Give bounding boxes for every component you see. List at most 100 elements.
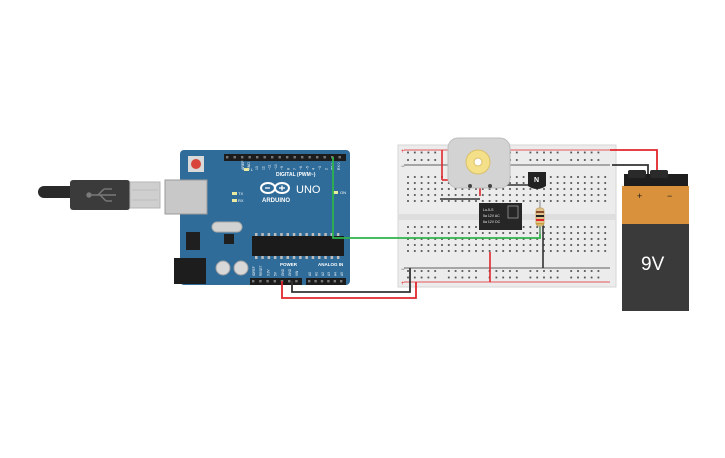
digital-pin-header[interactable] bbox=[224, 154, 346, 161]
breadboard-hole bbox=[407, 182, 409, 184]
dc-motor[interactable] bbox=[447, 137, 511, 189]
breadboard-hole bbox=[502, 194, 505, 196]
battery-positive-wire[interactable] bbox=[610, 149, 658, 176]
breadboard-hole bbox=[529, 270, 532, 272]
breadboard-hole bbox=[413, 200, 416, 202]
breadboard-hole bbox=[475, 200, 477, 202]
breadboard-hole bbox=[590, 159, 593, 161]
digital-pin-label: 4 bbox=[312, 168, 316, 170]
breadboard-hole bbox=[447, 226, 450, 228]
breadboard-hole bbox=[420, 238, 423, 240]
breadboard-hole bbox=[481, 200, 484, 202]
battery-negative-wire[interactable] bbox=[612, 164, 649, 176]
board-model-label: UNO bbox=[296, 184, 321, 196]
breadboard-hole bbox=[481, 232, 484, 234]
breadboard-hole bbox=[536, 238, 539, 240]
aref-label: AREF bbox=[241, 160, 245, 170]
breadboard-hole bbox=[549, 238, 552, 240]
breadboard-hole bbox=[556, 276, 559, 279]
breadboard-hole bbox=[441, 182, 443, 184]
analog-pin-header[interactable] bbox=[306, 278, 346, 285]
digital-pin-label: RX 0 bbox=[337, 162, 341, 170]
breadboard-hole bbox=[434, 159, 437, 161]
breadboard-hole bbox=[441, 226, 443, 228]
battery-9v[interactable]: + − 9V bbox=[622, 170, 689, 311]
breadboard-hole bbox=[495, 232, 498, 234]
breadboard-hole bbox=[515, 232, 518, 234]
breadboard-hole bbox=[590, 232, 593, 234]
breadboard-hole bbox=[447, 200, 450, 202]
chip-pin bbox=[280, 233, 283, 236]
black-gnd-wire[interactable] bbox=[291, 268, 411, 293]
breadboard-hole bbox=[475, 276, 477, 279]
breadboard-hole bbox=[434, 250, 437, 252]
resistor[interactable] bbox=[535, 200, 545, 234]
breadboard-hole bbox=[570, 238, 573, 240]
breadboard-hole bbox=[590, 244, 593, 246]
breadboard-hole bbox=[420, 182, 423, 184]
breadboard-hole bbox=[420, 188, 423, 190]
npn-transistor[interactable]: N bbox=[528, 172, 546, 189]
usb-cable-tail bbox=[38, 186, 78, 198]
breadboard-hole bbox=[570, 270, 573, 272]
breadboard-hole bbox=[495, 188, 498, 190]
breadboard-hole bbox=[509, 200, 511, 202]
breadboard-hole bbox=[515, 270, 518, 272]
breadboard-hole bbox=[549, 270, 552, 272]
breadboard-hole bbox=[570, 151, 573, 154]
breadboard-hole bbox=[604, 188, 607, 190]
breadboard-hole bbox=[604, 200, 607, 202]
breadboard-hole bbox=[590, 226, 593, 228]
relay-coil-icon bbox=[507, 205, 519, 219]
chip-pin bbox=[324, 256, 327, 259]
battery-terminal-positive[interactable] bbox=[628, 170, 646, 178]
analog-pin-hole bbox=[333, 280, 336, 283]
battery-top-sleeve bbox=[622, 186, 689, 224]
breadboard-hole bbox=[590, 276, 593, 279]
digital-pin-hole bbox=[338, 156, 341, 159]
breadboard-hole bbox=[570, 159, 573, 161]
breadboard-hole bbox=[522, 232, 525, 234]
breadboard-hole bbox=[522, 226, 525, 228]
breadboard-hole bbox=[590, 250, 593, 252]
breadboard-hole bbox=[590, 188, 593, 190]
breadboard-hole bbox=[577, 151, 579, 154]
bb-top-minus-label: − bbox=[401, 164, 405, 170]
breadboard-hole bbox=[570, 182, 573, 184]
battery-terminal-negative[interactable] bbox=[650, 170, 668, 178]
red-5v-wire[interactable] bbox=[281, 281, 417, 299]
breadboard-hole bbox=[583, 151, 586, 154]
breadboard-hole bbox=[468, 238, 471, 240]
breadboard-hole bbox=[577, 176, 579, 178]
breadboard-hole bbox=[590, 151, 593, 154]
breadboard-hole bbox=[434, 238, 437, 240]
l-led bbox=[244, 168, 249, 171]
relay[interactable]: Lu-5-S 5a 12V AC 6a 12V DC bbox=[479, 203, 522, 230]
breadboard-hole bbox=[543, 276, 545, 279]
on-led bbox=[333, 191, 338, 194]
breadboard-hole bbox=[543, 194, 545, 196]
breadboard-hole bbox=[495, 200, 498, 202]
breadboard-hole bbox=[522, 250, 525, 252]
breadboard-hole bbox=[441, 244, 443, 246]
gnd-label: GND bbox=[247, 162, 251, 170]
battery-plus-label: + bbox=[637, 191, 642, 201]
power-pin-label: 5V bbox=[274, 271, 278, 276]
breadboard-hole bbox=[549, 276, 552, 279]
breadboard-hole bbox=[413, 182, 416, 184]
breadboard-hole bbox=[481, 194, 484, 196]
breadboard-hole bbox=[413, 232, 416, 234]
breadboard-hole bbox=[556, 194, 559, 196]
breadboard-hole bbox=[543, 250, 545, 252]
digital-pin-label: ~5 bbox=[305, 166, 309, 170]
breadboard-hole bbox=[583, 232, 586, 234]
breadboard-hole bbox=[515, 276, 518, 279]
breadboard-hole bbox=[549, 151, 552, 154]
breadboard-hole bbox=[475, 250, 477, 252]
rx-led-label: RX bbox=[238, 198, 244, 203]
digital-pin-label: ~10 bbox=[274, 164, 278, 170]
usb-cable[interactable] bbox=[38, 180, 161, 210]
breadboard-hole bbox=[502, 276, 505, 279]
digital-pin-label: ~9 bbox=[280, 166, 284, 170]
